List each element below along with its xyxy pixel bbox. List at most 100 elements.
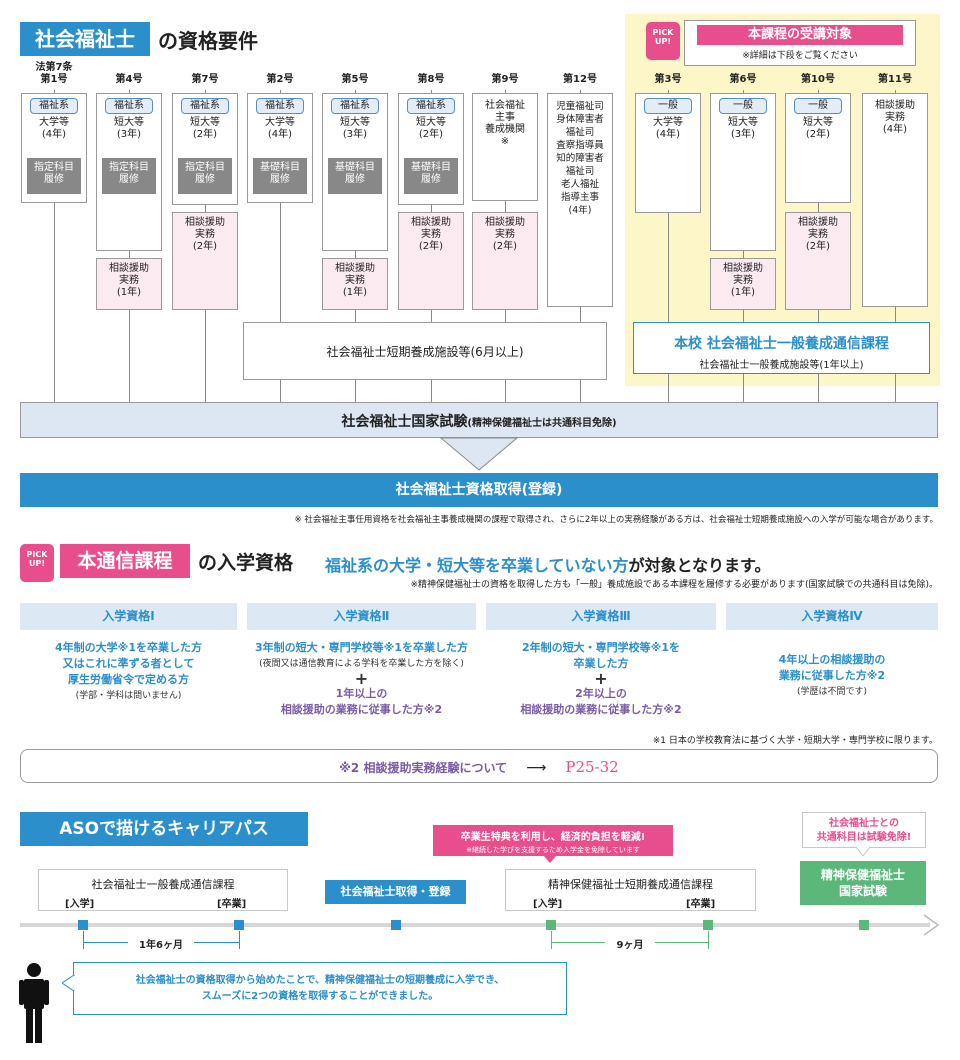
register-step: 社会福祉士取得・登録: [325, 880, 466, 904]
qualification-body: 4年以上の相談援助の業務に従事した方※2 (学歴は不問です): [726, 652, 938, 700]
testimonial-bubble: 社会福祉士の資格取得から始めたことで、精神保健福祉士の短期養成に入学でき、 スム…: [73, 962, 567, 1015]
column-text: 短大等 (3年): [114, 117, 144, 140]
column-subject-block: 基礎科目 履修: [253, 158, 307, 194]
column-box: 社会福祉 主事 養成機関 ※: [472, 93, 538, 201]
column-category-pill: 福祉系: [407, 98, 455, 114]
target-title: 本課程の受講対象: [697, 25, 903, 45]
plus-icon: +: [594, 669, 608, 688]
course2-box: 精神保健福祉士短期養成通信課程 [入学] [卒業]: [505, 869, 756, 911]
qualification-head: 入学資格Ⅱ: [247, 603, 476, 630]
admission-title: の入学資格: [198, 552, 294, 574]
bubble-tail-icon: [62, 975, 75, 991]
general-course-title: 本校 社会福祉士一般養成通信課程: [674, 336, 889, 352]
testimonial-line2: スムーズに2つの資格を取得することができました。: [201, 991, 439, 1002]
section-title-box: 社会福祉士: [20, 22, 150, 56]
column-category-pill: 一般: [794, 98, 842, 114]
qualification-experience-line: 相談援助の業務に従事した方※2: [520, 703, 682, 716]
column-practice-block: 相談援助 実務 (1年): [96, 258, 162, 310]
column-practice-block: 相談援助 実務 (2年): [398, 212, 464, 310]
column-category-pill: 福祉系: [331, 98, 379, 114]
general-course-box: 本校 社会福祉士一般養成通信課程 社会福祉士一般養成施設等(1年以上): [633, 322, 930, 374]
promo-banner: 卒業生特典を利用し、経済的負担を軽減! ※継続した学びを支援するため入学金を免除…: [433, 825, 673, 856]
exam-note: (精神保健福祉士は共通科目免除): [467, 418, 617, 429]
column-label: 第6号: [729, 74, 757, 85]
column-text: 短大等 (3年): [728, 117, 758, 140]
qualification-small-note: (夜間又は通信教育による学科を卒業した方を除く): [259, 659, 464, 669]
exam-title: 社会福祉士国家試験: [341, 414, 468, 430]
duration1-label: 1年6ヶ月: [128, 936, 194, 951]
qualification-line: 3年制の短大・専門学校等※1を卒業した方: [254, 641, 468, 654]
promo-sub: ※継続した学びを支援するため入学金を免除しています: [466, 846, 640, 854]
course1-graduate: [卒業]: [217, 899, 247, 910]
column-label: 法第7条 第1号: [35, 62, 73, 85]
admission-note: ※精神保健福祉士の資格を取得した方も「一般」養成施設である本課程を履修する必要が…: [410, 580, 938, 590]
qualification-experience-line: 1年以上の: [335, 687, 388, 700]
timeline-dot-register: [391, 920, 401, 930]
pickup-badge: PICK UP!: [646, 22, 680, 60]
column-text: 社会福祉 主事 養成機関 ※: [485, 100, 525, 147]
column-connector: [54, 90, 55, 402]
column-category-pill: 福祉系: [30, 98, 78, 114]
column-practice-block: 相談援助 実務 (2年): [785, 212, 851, 310]
qualification-body: 4年制の大学※1を卒業した方又はこれに準ずる者として厚生労働省令で定める方(学部…: [20, 640, 237, 704]
column-subject-block: 基礎科目 履修: [328, 158, 382, 194]
admission-lead-rest: が対象となります。: [628, 556, 771, 575]
qualification-line: 4年以上の相談援助の: [778, 653, 886, 666]
column-category-pill: 一般: [719, 98, 767, 114]
column-box: 一般短大等 (3年): [710, 93, 776, 251]
practice-experience-link[interactable]: ※2 相談援助実務経験について ⟶ P25-32: [20, 749, 938, 783]
registration-bar: 社会福祉士資格取得(登録): [20, 473, 938, 507]
column-text: 児童福祉司 身体障害者 福祉司 査察指導員 知的障害者 福祉司 老人福祉 指導主…: [556, 101, 604, 216]
column-text: 大学等 (4年): [265, 117, 295, 140]
admission-title-box: 本通信課程: [60, 544, 190, 578]
qualification-line: 業務に従事した方※2: [778, 669, 886, 682]
duration2-label: 9ヶ月: [605, 936, 655, 951]
column-connector: [280, 90, 281, 402]
column-subject-block: 基礎科目 履修: [404, 158, 458, 194]
practice-link-pages: P25-32: [565, 758, 619, 776]
arrow-right-icon: ⟶: [526, 760, 547, 776]
person-icon: [19, 963, 49, 1043]
exam2-box: 精神保健福祉士 国家試験: [800, 861, 926, 905]
promo-pointer-icon: [543, 855, 557, 863]
qualification-experience-line: 2年以上の: [575, 687, 627, 700]
course1-box: 社会福祉士一般養成通信課程 [入学] [卒業]: [38, 869, 288, 911]
section-title: の資格要件: [158, 29, 258, 53]
course1-title: 社会福祉士一般養成通信課程: [91, 878, 235, 891]
column-subject-block: 指定科目 履修: [102, 158, 156, 194]
short-facility-box: 社会福祉士短期養成施設等(6月以上): [243, 322, 607, 380]
column-box: 一般短大等 (2年): [785, 93, 851, 203]
column-text: 短大等 (3年): [340, 117, 370, 140]
course2-title: 精神保健福祉士短期養成通信課程: [548, 878, 713, 891]
column-label: 第4号: [115, 74, 143, 85]
qualification-head: 入学資格Ⅲ: [486, 603, 716, 630]
exempt-note: 社会福祉士との 共通科目は試験免除!: [802, 812, 926, 848]
qualification-head: 入学資格Ⅰ: [20, 603, 237, 630]
qualification-line: 卒業した方: [573, 657, 629, 670]
timeline-dot-enter2: [546, 920, 556, 930]
column-text: 短大等 (2年): [190, 117, 220, 140]
column-label: 第9号: [491, 74, 519, 85]
column-text: 大学等 (4年): [39, 117, 69, 140]
column-category-pill: 福祉系: [181, 98, 229, 114]
admission-footnote: ※1 日本の学校教育法に基づく大学・短期大学・専門学校に限ります。: [652, 736, 938, 746]
admission-lead: 福祉系の大学・短大等を卒業していない方が対象となります。: [325, 552, 770, 576]
promo-title: 卒業生特典を利用し、経済的負担を軽減!: [460, 832, 646, 843]
column-label: 第8号: [417, 74, 445, 85]
qualification-line: 4年制の大学※1を卒業した方: [54, 641, 202, 654]
plus-icon: +: [354, 669, 369, 688]
column-label: 第10号: [801, 74, 835, 85]
timeline-line: [20, 923, 930, 927]
column-box: 児童福祉司 身体障害者 福祉司 査察指導員 知的障害者 福祉司 老人福祉 指導主…: [547, 93, 613, 307]
column-category-pill: 一般: [644, 98, 692, 114]
column-practice-block: 相談援助 実務 (2年): [472, 212, 538, 310]
column-label: 第3号: [654, 74, 682, 85]
column-practice-block: 相談援助 実務 (1年): [710, 258, 776, 310]
qualification-line: 又はこれに準ずる者として: [62, 657, 195, 670]
admission-pickup-badge: PICK UP!: [20, 544, 54, 582]
qualification-small-note: (学歴は不問です): [796, 687, 868, 697]
column-text: 大学等 (4年): [653, 117, 683, 140]
course2-graduate: [卒業]: [686, 899, 716, 910]
top-footnote: ※ 社会福祉主事任用資格を社会福祉主事養成機関の課程で取得され、さらに2年以上の…: [294, 515, 938, 525]
admission-lead-blue: 福祉系の大学・短大等を卒業していない方: [325, 556, 629, 575]
